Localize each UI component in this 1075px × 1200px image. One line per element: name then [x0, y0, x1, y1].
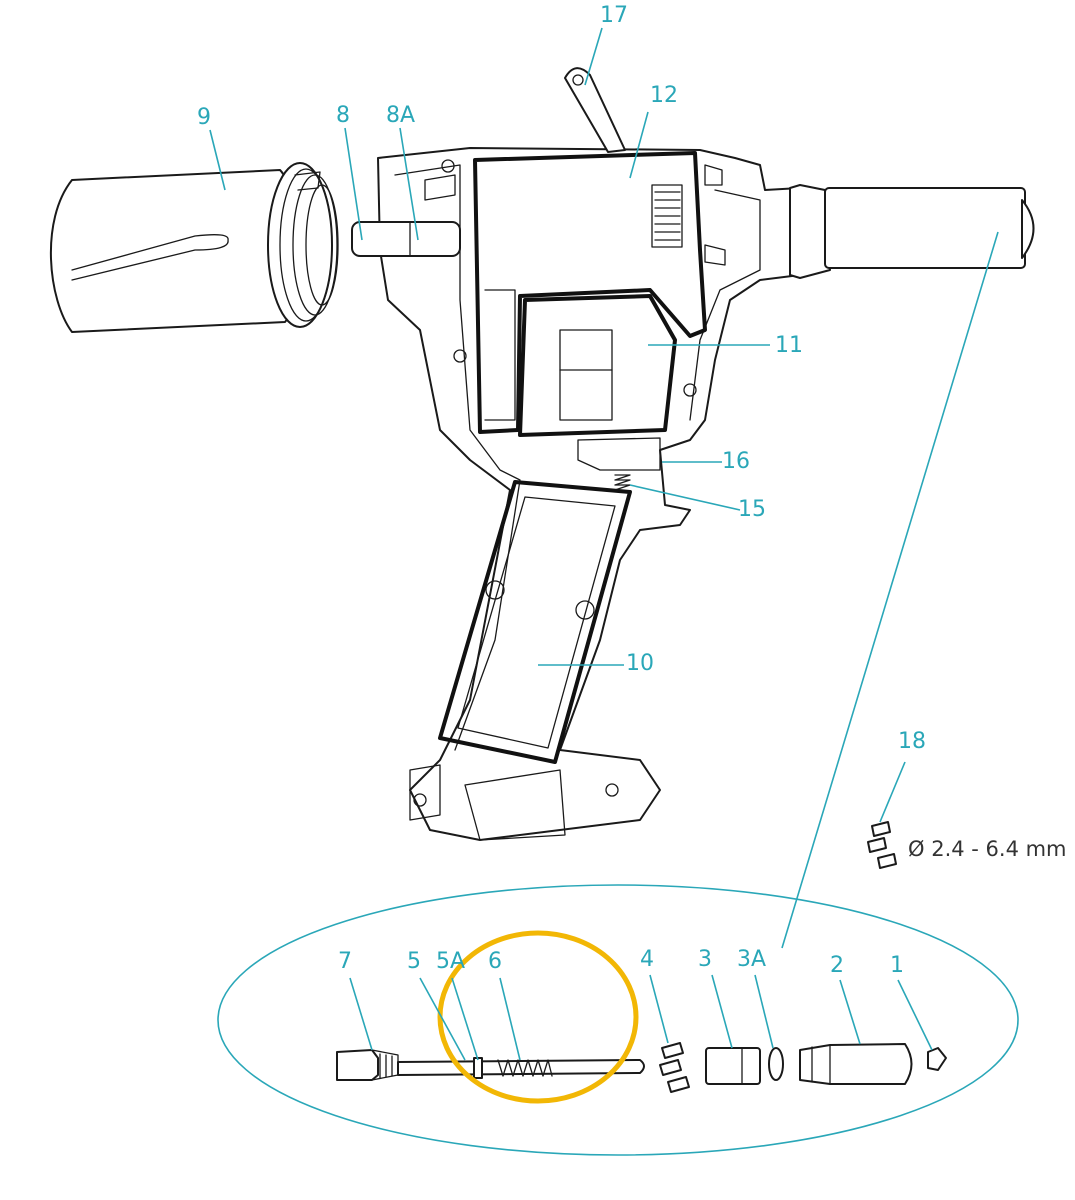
- part-3a-o-ring: [768, 1047, 784, 1081]
- part-10-handle-insert: [438, 480, 632, 764]
- leader-lines: [209, 27, 999, 1061]
- jaw-size-note: Ø 2.4 - 6.4 mm: [908, 837, 1067, 861]
- label-7: 7: [338, 949, 352, 974]
- part-17-lock-lever: [564, 67, 626, 153]
- label-4: 4: [640, 947, 654, 972]
- label-9: 9: [197, 105, 211, 130]
- label-3a: 3A: [737, 947, 766, 972]
- label-16: 16: [722, 449, 750, 474]
- part-6-spring: [497, 1059, 553, 1077]
- part-9-nose-housing: [50, 162, 339, 333]
- part-2-nose-tip-housing: [799, 1043, 913, 1085]
- label-2: 2: [830, 953, 844, 978]
- label-17: 17: [600, 3, 628, 28]
- label-3: 3: [698, 947, 712, 972]
- part-12-motor: [473, 151, 726, 434]
- tool-body-housing: [351, 147, 1035, 841]
- part-1-nose-piece: [927, 1047, 947, 1071]
- label-8a: 8A: [386, 103, 415, 128]
- part-18-spare-jaws: [867, 821, 897, 869]
- label-18: 18: [898, 729, 926, 754]
- label-1: 1: [890, 953, 904, 978]
- highlight-circle: [437, 930, 639, 1104]
- part-3-jaw-case: [705, 1047, 761, 1085]
- part-16-trigger: [577, 437, 661, 471]
- label-5a: 5A: [436, 949, 465, 974]
- label-12: 12: [650, 83, 678, 108]
- part-7-jaw-pusher: [336, 1049, 399, 1081]
- label-8: 8: [336, 103, 350, 128]
- label-15: 15: [738, 497, 766, 522]
- label-5: 5: [407, 949, 421, 974]
- part-4-jaws: [659, 1042, 690, 1093]
- nose-assembly-group-outline: [217, 884, 1019, 1156]
- part-5a-rod-ring: [473, 1057, 483, 1079]
- part-11-control-module: [518, 294, 677, 437]
- label-6: 6: [488, 949, 502, 974]
- label-10: 10: [626, 651, 654, 676]
- label-11: 11: [775, 333, 803, 358]
